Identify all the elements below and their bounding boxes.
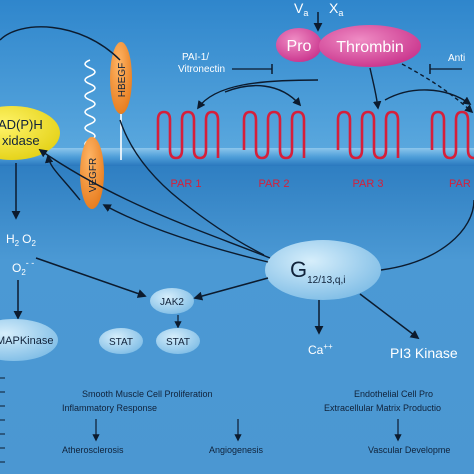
svg-text:PAR 4: PAR 4 <box>449 178 474 190</box>
g-to-nadph-arrow <box>38 149 271 259</box>
calcium-label: Ca++ <box>308 342 333 357</box>
svg-text:PAR 1: PAR 1 <box>171 178 202 190</box>
par2-receptor: PAR 2 <box>242 110 306 190</box>
outcome-smc-proliferation: Smooth Muscle Cell Proliferation <box>82 389 213 399</box>
hbegf-node <box>110 42 132 114</box>
vegfr-node <box>80 137 104 209</box>
stat-left-label: STAT <box>109 337 133 348</box>
g-to-pi3-arrow <box>359 293 420 340</box>
thrombin-to-par1-arrow <box>197 79 319 110</box>
vascular-development-label: Vascular Developme <box>368 445 450 455</box>
factor-xa: Xa <box>329 0 343 18</box>
g-to-hbegf-arrow <box>119 119 265 256</box>
g-protein-node <box>265 240 381 300</box>
outcome-inflammatory: Inflammatory Response <box>62 403 157 413</box>
stat-right-label: STAT <box>166 337 190 348</box>
thrombin-to-par3-arrow <box>369 67 382 110</box>
anti-label: Anti <box>448 53 465 64</box>
angiogenesis-label: Angiogenesis <box>209 445 264 455</box>
membrane-band <box>0 148 474 166</box>
svg-text:PAR 2: PAR 2 <box>259 178 290 190</box>
thrombin-dashed-arrow <box>401 63 474 114</box>
outcome-ecm: Extracellular Matrix Productio <box>324 403 441 413</box>
svg-text:Xa: Xa <box>329 0 343 18</box>
left-edge-ticks <box>0 377 5 463</box>
ros-to-jak2-arrow <box>35 257 147 298</box>
pro-label: Pro <box>287 38 312 55</box>
stat-right-node <box>156 328 200 354</box>
factor-va: Va <box>294 0 308 18</box>
pai1-label: PAI-1/ <box>182 52 209 63</box>
pro-node <box>276 28 322 62</box>
g-to-jak2-arrow <box>193 277 269 301</box>
thrombin-node <box>319 25 421 67</box>
thrombin-label: Thrombin <box>336 39 404 56</box>
jak2-node <box>150 288 194 314</box>
mapkinase-node <box>0 319 58 361</box>
outcome-endothelial: Endothelial Cell Pro <box>354 389 433 399</box>
mapkinase-label: MAPKinase <box>0 335 53 347</box>
outer-loop-arrow <box>380 199 474 271</box>
hbegf-label: HBEGF <box>117 63 128 97</box>
stat-left-node <box>99 328 143 354</box>
pi3-kinase-label: PI3 Kinase <box>390 345 458 361</box>
par1-receptor: PAR 1 <box>156 110 220 190</box>
nadph-line1: AD(P)H <box>0 117 43 132</box>
nadph-line2: xidase <box>2 133 40 148</box>
superoxide-label: O2- - <box>12 258 34 277</box>
g-protein-label: G12/13,q,i <box>290 257 346 286</box>
atherosclerosis-label: Atherosclerosis <box>62 445 124 455</box>
thrombin-to-par4-arrow <box>384 89 472 105</box>
vitronectin-label: Vitronectin <box>178 64 225 75</box>
left-loop-arrow <box>0 26 121 61</box>
vegfr-to-nadph-arrow <box>44 154 81 201</box>
hbegf-coil <box>84 59 96 150</box>
jak2-label: JAK2 <box>160 297 184 308</box>
g-to-vegfr-arrow <box>102 204 269 263</box>
par4-receptor: PAR 4 <box>430 110 474 190</box>
par3-receptor: PAR 3 <box>336 110 400 190</box>
nadph-oxidase-node <box>0 106 60 160</box>
vegfr-label: VEGFR <box>88 158 99 192</box>
thrombin-to-par2-arrow <box>224 84 302 107</box>
svg-text:PAR 3: PAR 3 <box>353 178 384 190</box>
svg-text:Va: Va <box>294 0 308 18</box>
